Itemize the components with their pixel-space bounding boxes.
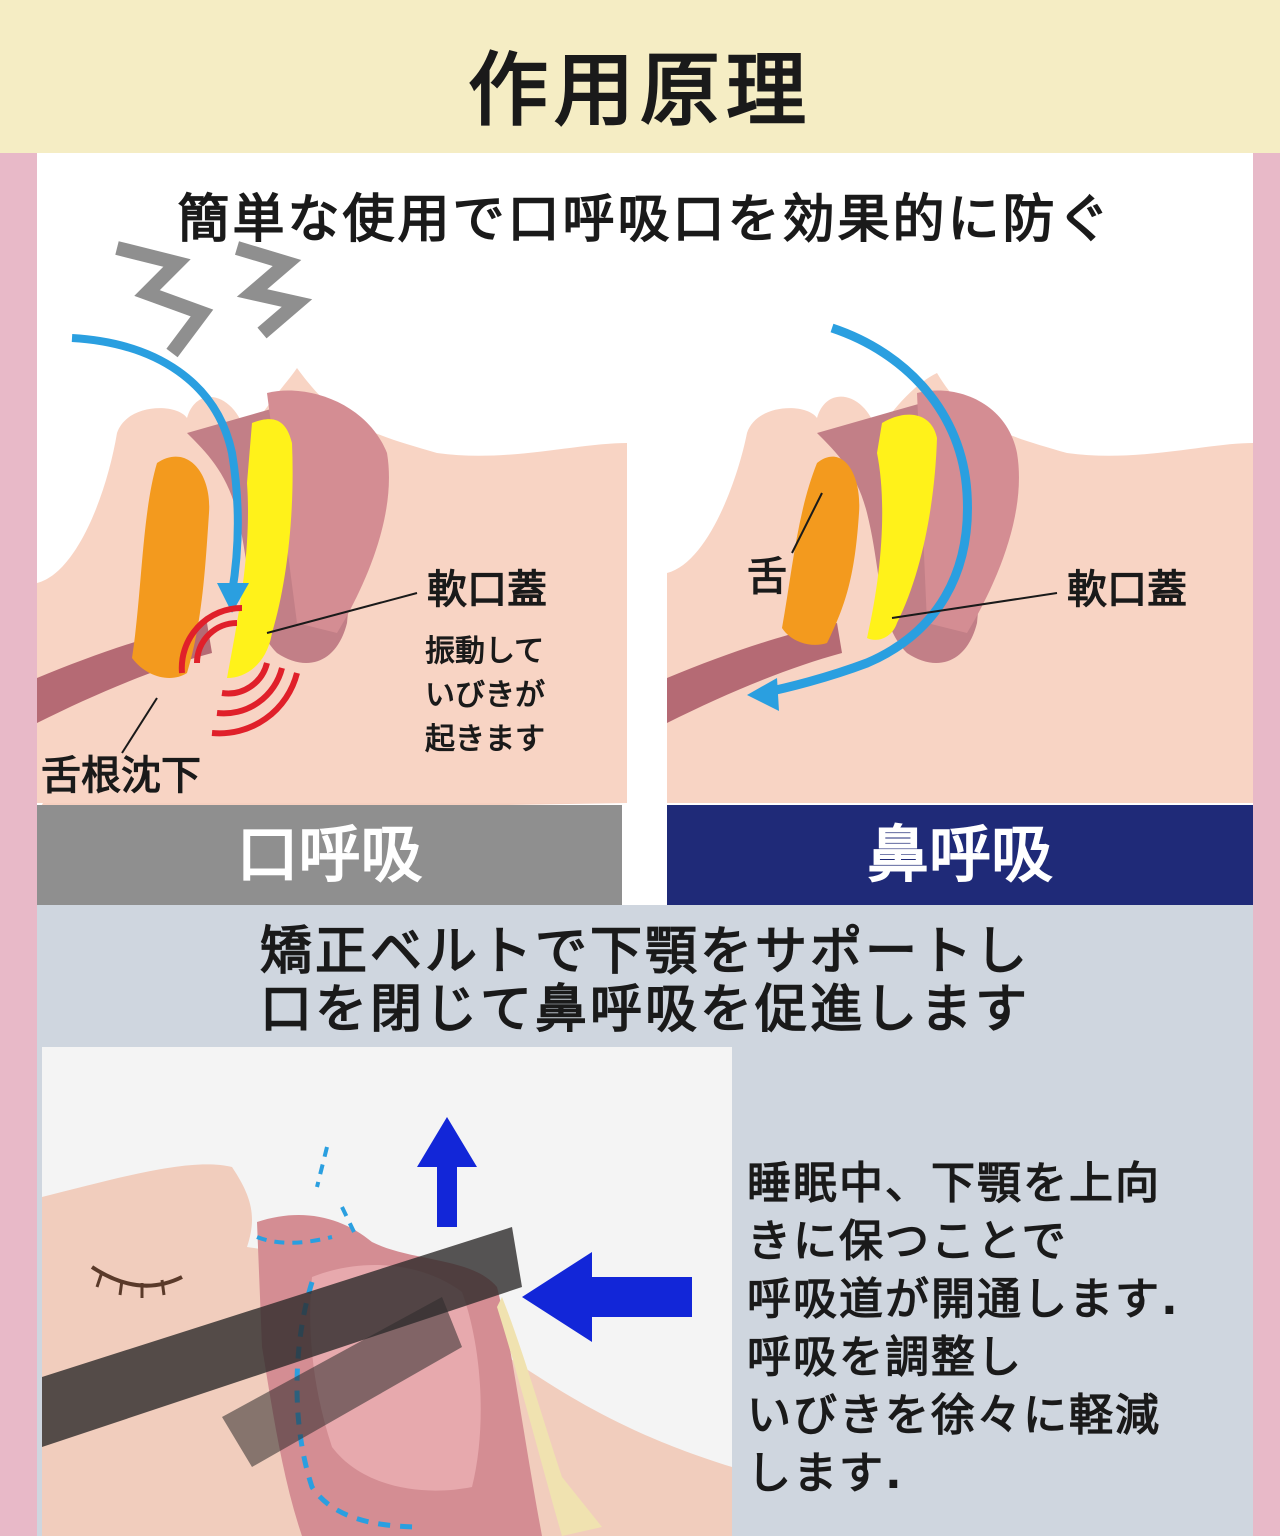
description-line: 呼吸を調整し (747, 1332, 1023, 1383)
up-arrow-icon (417, 1117, 477, 1227)
description-line: します. (747, 1448, 904, 1499)
vibration-note-line: いびきが (425, 678, 545, 713)
description-line: きに保つことで (747, 1216, 1068, 1267)
subtitle: 簡単な使用で口呼吸口を効果的に防ぐ (177, 190, 1113, 250)
description-line: いびきを徐々に軽減 (747, 1390, 1161, 1441)
left-arrow-icon (522, 1252, 692, 1342)
nasal-breathing-label: 鼻呼吸 (667, 805, 1253, 905)
vibration-note-line: 起きます (425, 722, 545, 757)
tongue-shape (132, 456, 210, 678)
belt-explanation-panel: 矯正ベルトで下顎をサポートし 口を閉じて鼻呼吸を促進します (37, 905, 1253, 1536)
soft-palate-shape (867, 414, 937, 640)
label-soft-palate: 軟口蓋 (427, 567, 547, 613)
belt-illustration-svg (42, 1047, 732, 1536)
tongue-shape (782, 456, 860, 645)
lead-text: 矯正ベルトで下顎をサポートし 口を閉じて鼻呼吸を促進します (37, 923, 1253, 1039)
description-line: 呼吸道が開通します. (747, 1274, 1180, 1325)
comparison-panel: 簡単な使用で口呼吸口を効果的に防ぐ 軟口蓋 振動して (37, 153, 1253, 905)
lead-line: 口を閉じて鼻呼吸を促進します (259, 980, 1030, 1040)
soft-palate-shape (227, 419, 293, 678)
label-tongue-drop: 舌根沈下 (41, 753, 201, 799)
belt-illustration (42, 1047, 732, 1536)
label-tongue: 舌 (747, 554, 787, 600)
vibration-icon (178, 604, 300, 737)
lead-line: 矯正ベルトで下顎をサポートし (259, 922, 1030, 982)
header-banner: 作用原理 (0, 0, 1280, 153)
page-title: 作用原理 (468, 44, 812, 137)
nasal-breathing-diagram: 舌 軟口蓋 (667, 323, 1253, 803)
mouth-breathing-label: 口呼吸 (37, 805, 622, 905)
label-soft-palate: 軟口蓋 (1067, 567, 1187, 613)
mouth-breathing-diagram: 軟口蓋 振動して いびきが 起きます 舌根沈下 (37, 241, 627, 813)
description-line: 睡眠中、下顎を上向 (747, 1158, 1161, 1209)
vibration-note-line: 振動して (425, 634, 544, 669)
description: 睡眠中、下顎を上向 きに保つことで 呼吸道が開通します. 呼吸を調整し いびきを… (747, 1155, 1247, 1503)
